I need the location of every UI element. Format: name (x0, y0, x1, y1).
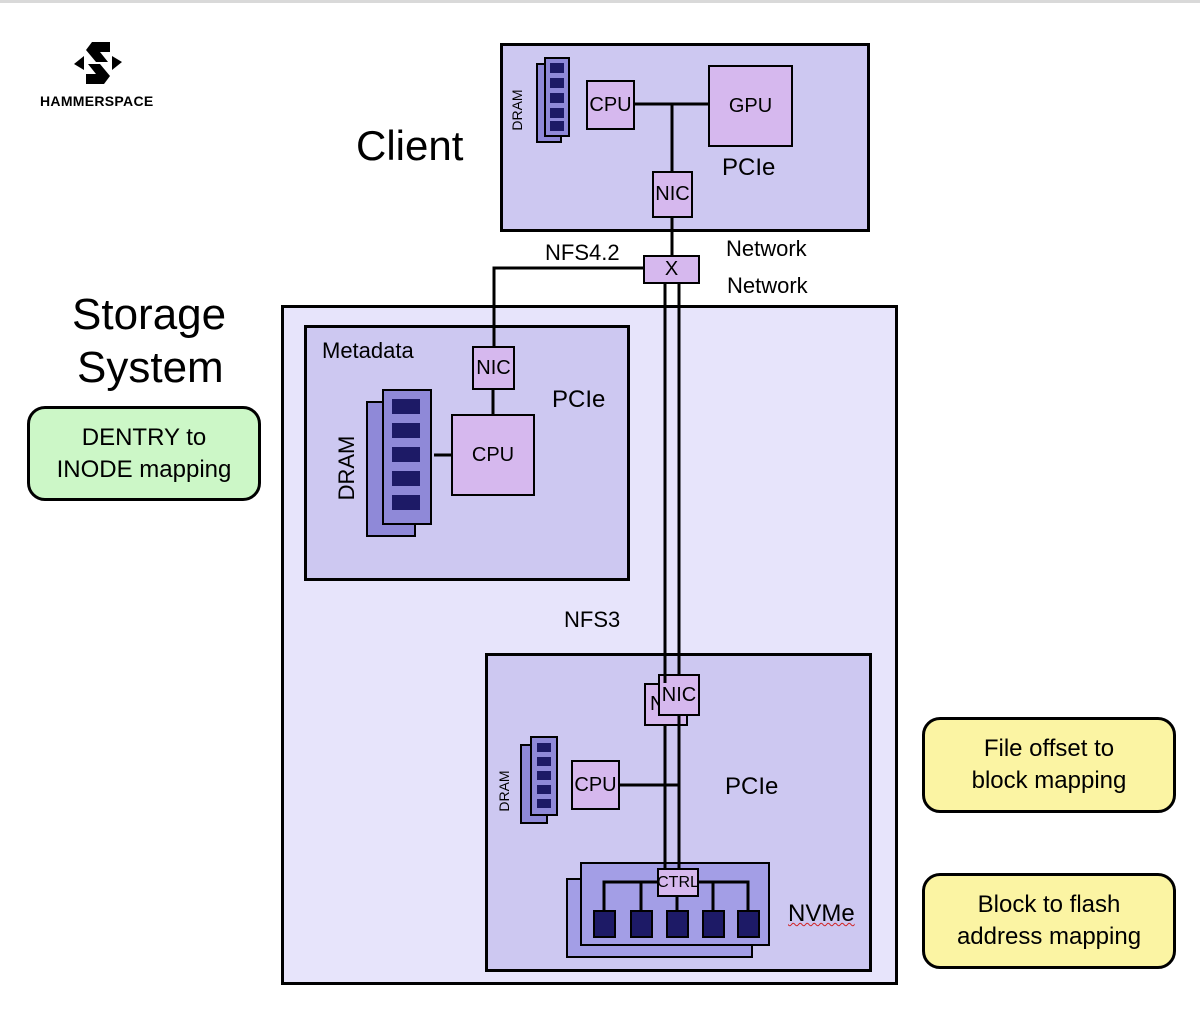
nfs42-label: NFS4.2 (545, 240, 620, 265)
hammerspace-logo (70, 40, 126, 86)
client-dram-module (536, 57, 570, 145)
network-label-top: Network (726, 236, 807, 261)
data-cpu: CPU (571, 760, 620, 810)
top-border (0, 0, 1200, 3)
hammerspace-logo-icon (74, 42, 122, 84)
nvme-label: NVMe (788, 900, 855, 927)
network-label-bottom: Network (727, 273, 808, 298)
storage-title-line2: System (77, 343, 224, 392)
data-pcie-label: PCIe (725, 773, 779, 800)
client-pcie-label: PCIe (722, 154, 776, 181)
client-title: Client (356, 122, 464, 169)
storage-title-line1: Storage (72, 290, 227, 339)
nvme-ctrl: CTRL (657, 868, 699, 897)
network-switch: X (643, 255, 700, 284)
dentry-inode-note: DENTRY to INODE mapping (27, 406, 261, 501)
client-nic: NIC (652, 171, 693, 218)
brand-name: HAMMERSPACE (40, 93, 154, 109)
client-gpu: GPU (708, 65, 793, 147)
metadata-dram-label: DRAM (334, 435, 359, 501)
client-cpu: CPU (586, 80, 635, 130)
metadata-pcie-label: PCIe (552, 386, 606, 413)
block-flash-note: Block to flash address mapping (922, 873, 1176, 969)
metadata-dram-module (366, 389, 434, 539)
metadata-title: Metadata (322, 338, 414, 363)
file-offset-note: File offset to block mapping (922, 717, 1176, 813)
data-dram-label: DRAM (496, 770, 512, 812)
metadata-nic: NIC (472, 346, 515, 390)
data-dram-module (520, 736, 560, 826)
client-dram-label: DRAM (509, 89, 525, 131)
data-nic: NIC (658, 674, 700, 716)
nfs3-label: NFS3 (564, 607, 621, 632)
metadata-cpu: CPU (451, 414, 535, 496)
